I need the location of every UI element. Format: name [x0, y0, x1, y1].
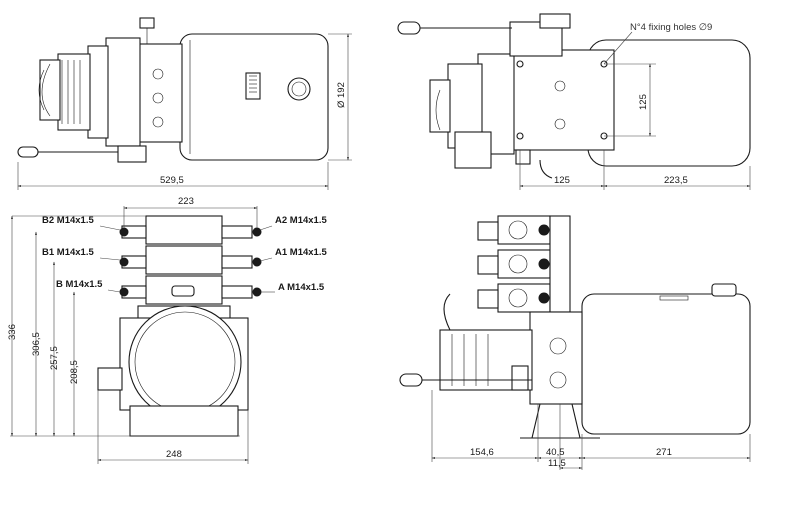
tank-end-circle [128, 305, 242, 419]
valve-block [137, 43, 183, 143]
port-label-b2: B2 M14x1.5 [42, 215, 94, 226]
dim-side-label-4: 11,5 [548, 458, 566, 469]
height-label-3: 257,5 [49, 346, 60, 370]
port-label-b1: B1 M14x1.5 [42, 247, 94, 258]
base-frame-front [129, 405, 239, 437]
port-b1 [119, 257, 129, 267]
dim-vertical-label: 125 [638, 94, 649, 110]
port-a1 [252, 257, 262, 267]
handle-grip-side [399, 373, 423, 387]
tank-body-side [581, 293, 751, 435]
height-label-1: 336 [7, 324, 18, 340]
height-label-2: 306,5 [31, 332, 42, 356]
port-a2 [252, 227, 262, 237]
valve-body-side [529, 311, 583, 405]
port-label-b: B M14x1.5 [56, 279, 103, 290]
mounting-plate [511, 49, 615, 151]
top-left-view: 529,5 Ø 192 [17, 17, 352, 190]
port-a [252, 287, 262, 297]
height-label-4: 208,5 [69, 360, 80, 384]
nameplate [245, 72, 261, 100]
handle-grip [17, 146, 39, 158]
valve-section-2 [145, 245, 223, 275]
dim-diameter-label: Ø 192 [336, 82, 347, 108]
port-b [119, 287, 129, 297]
filler-cap-side [711, 283, 737, 297]
dim-width-label: 248 [166, 449, 182, 460]
port-label-a2: A2 M14x1.5 [275, 215, 327, 226]
dim-side-label-1: 154,6 [470, 447, 494, 458]
front-view: B2 M14x1.5 B1 M14x1.5 B M14x1.5 A2 M14x1… [7, 196, 327, 464]
port-label-a: A M14x1.5 [278, 282, 325, 293]
side-view: 154,6 40,5 271 11,5 [399, 215, 751, 470]
valve-section-1 [145, 215, 223, 245]
dim-horizontal-a-label: 125 [554, 175, 570, 186]
port-b2 [119, 227, 129, 237]
handle-grip-top [397, 21, 421, 35]
filler-cap [287, 77, 311, 101]
dim-side-label-3: 271 [656, 447, 672, 458]
dim-top-label: 223 [178, 196, 194, 207]
fixing-holes-note: N°4 fixing holes ∅9 [630, 22, 712, 33]
solenoid-top [454, 131, 492, 169]
dim-side-label-2: 40,5 [546, 447, 565, 458]
dim-horizontal-b-label: 223,5 [664, 175, 688, 186]
dim-length-label: 529,5 [160, 175, 184, 186]
top-right-view: N°4 fixing holes ∅9 125 125 223,5 [397, 13, 751, 190]
port-label-a1: A1 M14x1.5 [275, 247, 327, 258]
